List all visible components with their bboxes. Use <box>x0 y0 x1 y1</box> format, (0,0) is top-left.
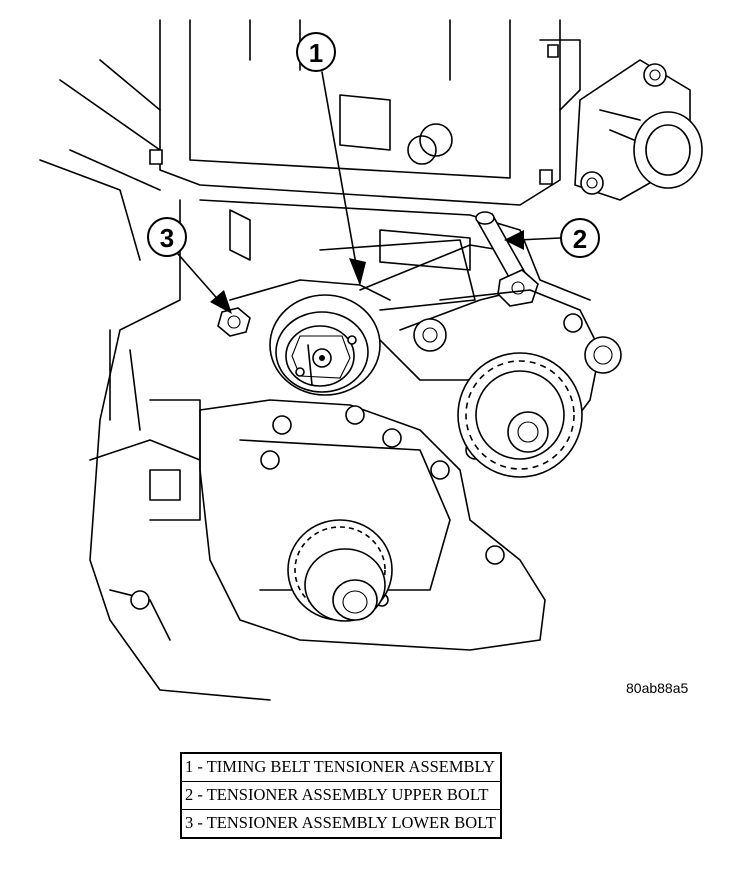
callout-2-number: 2 <box>573 224 587 254</box>
cylinder-head <box>39 19 581 261</box>
leader-3 <box>177 253 232 314</box>
water-pump-sprocket <box>457 352 583 478</box>
callout-2: 2 <box>560 218 600 258</box>
leader-1 <box>321 71 366 286</box>
tensioner-lower-bolt <box>217 307 251 337</box>
crankshaft-sprocket <box>287 519 393 622</box>
legend-row: 3 - TENSIONER ASSEMBLY LOWER BOLT <box>180 809 502 839</box>
figure-id: 80ab88a5 <box>626 680 689 696</box>
callout-3-number: 3 <box>160 223 174 253</box>
callout-1-number: 1 <box>309 38 323 68</box>
legend-item-2: 2 - TENSIONER ASSEMBLY UPPER BOLT <box>180 781 502 810</box>
callout-3: 3 <box>147 217 187 257</box>
head-bolts <box>149 44 559 185</box>
timing-belt-tensioner <box>229 279 391 396</box>
tensioner-bracket <box>359 244 521 381</box>
tensioner-upper-bolt <box>475 211 539 307</box>
legend-table: 1 - TIMING BELT TENSIONER ASSEMBLY 2 - T… <box>180 752 502 839</box>
engine-timing-illustration: 1 2 3 <box>39 19 703 701</box>
legend-item-1: 1 - TIMING BELT TENSIONER ASSEMBLY <box>180 752 502 782</box>
callout-1: 1 <box>296 32 336 72</box>
legend-row: 1 - TIMING BELT TENSIONER ASSEMBLY <box>180 752 502 782</box>
legend-row: 2 - TENSIONER ASSEMBLY UPPER BOLT <box>180 781 502 810</box>
water-outlet-housing <box>574 59 703 201</box>
leader-2 <box>504 230 561 250</box>
legend-item-3: 3 - TENSIONER ASSEMBLY LOWER BOLT <box>180 809 502 839</box>
